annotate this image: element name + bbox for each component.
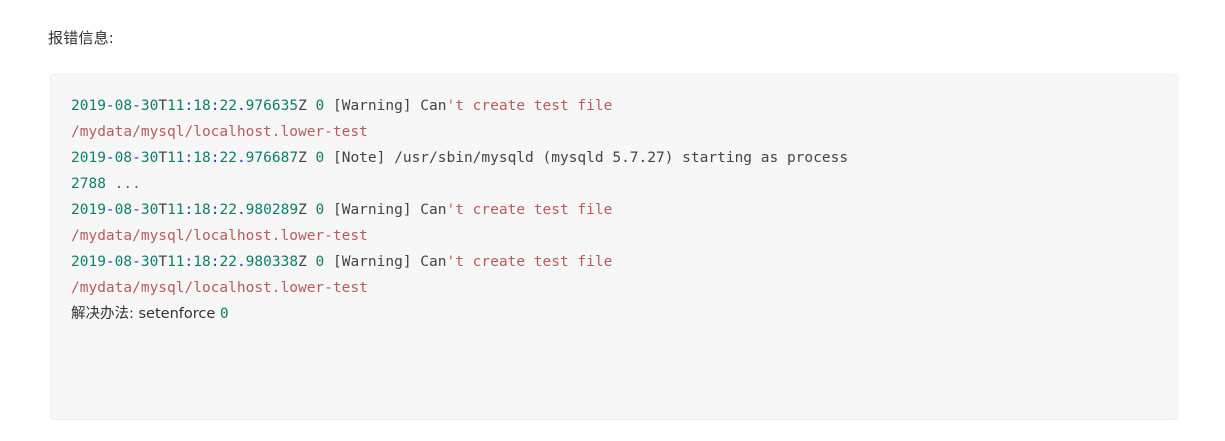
code-token: 11 (167, 98, 185, 114)
code-token: [Warning] Can (324, 254, 447, 270)
code-token: 22 (219, 98, 237, 114)
code-token: . (236, 98, 246, 114)
code-token: 18 (193, 98, 211, 114)
code-token: . (236, 202, 246, 218)
code-token: ... (105, 176, 141, 192)
code-token: 18 (193, 254, 211, 270)
page-title: 报错信息: (48, 29, 115, 47)
code-token: 't create test file (446, 98, 613, 114)
code-token: - (132, 202, 141, 218)
code-token: 0 (219, 306, 229, 322)
code-token: : (184, 202, 194, 218)
code-content: 2019-08-30T11:18:22.976635Z 0 [Warning] … (71, 93, 1157, 327)
code-block[interactable]: 2019-08-30T11:18:22.976635Z 0 [Warning] … (50, 74, 1178, 420)
code-token: 08 (114, 254, 133, 270)
code-token: 30 (140, 150, 159, 166)
code-token: : (210, 254, 220, 270)
code-token: Z (298, 98, 316, 114)
code-token: 30 (140, 202, 159, 218)
code-token: 30 (140, 254, 159, 270)
code-token: [Warning] Can (324, 202, 447, 218)
code-line: 解决办法: setenforce 0 (71, 301, 1157, 327)
code-token: T (158, 150, 168, 166)
code-token: 11 (167, 254, 185, 270)
code-token: - (105, 98, 115, 114)
code-line: /mydata/mysql/localhost.lower-test (71, 119, 1157, 145)
code-token: : (184, 98, 194, 114)
code-token: Z (298, 254, 316, 270)
code-token: T (158, 254, 168, 270)
code-line: 2788 ... (71, 171, 1157, 197)
code-token: Z (298, 202, 316, 218)
code-token: 11 (167, 202, 185, 218)
code-token: Z (298, 150, 316, 166)
code-token: 18 (193, 202, 211, 218)
code-token: 22 (219, 202, 237, 218)
code-token: 解决办法: setenforce (71, 306, 220, 322)
code-token: 18 (193, 150, 211, 166)
code-token: 08 (114, 150, 133, 166)
code-token: 2019 (71, 254, 106, 270)
code-token: : (210, 150, 220, 166)
code-token: : (210, 98, 220, 114)
code-line: 2019-08-30T11:18:22.980338Z 0 [Warning] … (71, 249, 1157, 275)
code-line: 2019-08-30T11:18:22.980289Z 0 [Warning] … (71, 197, 1157, 223)
code-token: . (236, 150, 246, 166)
code-token: 2019 (71, 98, 106, 114)
code-token: : (184, 254, 194, 270)
code-token: 22 (219, 254, 237, 270)
code-token: /mydata/mysql/localhost.lower-test (71, 124, 368, 140)
code-token: 2788 (71, 176, 106, 192)
code-token: 980338 (245, 254, 299, 270)
code-token: /mydata/mysql/localhost.lower-test (71, 280, 368, 296)
code-token: : (184, 150, 194, 166)
code-token: 0 (315, 254, 325, 270)
code-token: 08 (114, 98, 133, 114)
code-token: 't create test file (446, 202, 613, 218)
code-token: T (158, 202, 168, 218)
code-line: 2019-08-30T11:18:22.976687Z 0 [Note] /us… (71, 145, 1157, 171)
code-token: . (236, 254, 246, 270)
code-token: T (158, 98, 168, 114)
code-token: - (132, 150, 141, 166)
code-token: 980289 (245, 202, 299, 218)
code-token: 0 (315, 98, 325, 114)
code-token: - (132, 254, 141, 270)
code-line: /mydata/mysql/localhost.lower-test (71, 223, 1157, 249)
code-token: - (132, 98, 141, 114)
code-token: 976687 (245, 150, 299, 166)
code-token: - (105, 150, 115, 166)
code-token: 2019 (71, 202, 106, 218)
code-token: : (210, 202, 220, 218)
code-token: 2019 (71, 150, 106, 166)
code-token: 976635 (245, 98, 299, 114)
code-token: 22 (219, 150, 237, 166)
code-token: 0 (315, 150, 325, 166)
code-token: 't create test file (446, 254, 613, 270)
code-token: [Note] /usr/sbin/mysqld (mysqld 5.7.27) … (324, 150, 849, 166)
code-token: 11 (167, 150, 185, 166)
code-token: 30 (140, 98, 159, 114)
code-token: /mydata/mysql/localhost.lower-test (71, 228, 368, 244)
code-token: 0 (315, 202, 325, 218)
code-token: [Warning] Can (324, 98, 447, 114)
code-line: 2019-08-30T11:18:22.976635Z 0 [Warning] … (71, 93, 1157, 119)
code-token: 08 (114, 202, 133, 218)
code-line: /mydata/mysql/localhost.lower-test (71, 275, 1157, 301)
code-token: - (105, 254, 115, 270)
code-token: - (105, 202, 115, 218)
